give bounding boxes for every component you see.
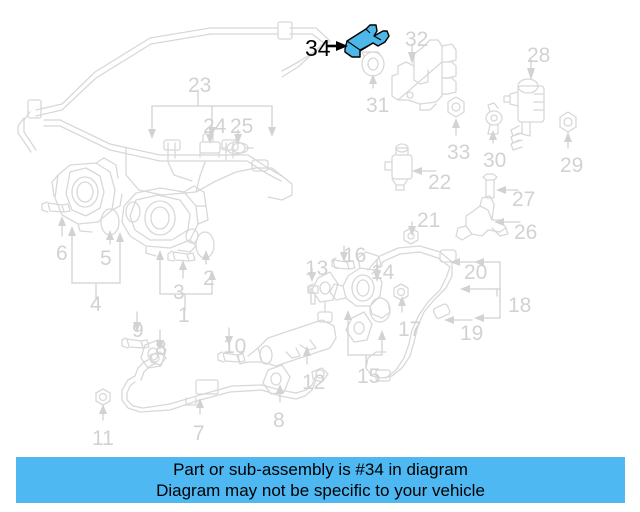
pointer-31 — [369, 74, 377, 89]
part-number-10: 10 — [223, 335, 247, 358]
part-number-4: 4 — [90, 293, 102, 316]
part-number-8b: 8 — [273, 409, 285, 432]
part-29-nut — [559, 111, 577, 133]
part-number-28: 28 — [527, 44, 551, 67]
throttle-body-left — [41, 157, 123, 236]
pointer-26 — [494, 218, 521, 226]
part-number-19: 19 — [460, 322, 484, 345]
pointer-11 — [99, 404, 107, 421]
part-number-32: 32 — [405, 28, 429, 51]
bracket-1 — [156, 250, 216, 311]
part-number-15: 15 — [357, 365, 381, 388]
part-number-9: 9 — [132, 319, 144, 342]
part-26-bracket — [455, 195, 509, 241]
part-callout-banner: Part or sub-assembly is #34 in diagram D… — [16, 457, 625, 503]
pointer-8b — [276, 384, 284, 403]
part-number-31: 31 — [366, 94, 390, 117]
right-hose-assembly — [365, 245, 457, 382]
bracket-15 — [344, 310, 386, 369]
part-number-20: 20 — [464, 261, 488, 284]
pointer-25 — [234, 129, 242, 144]
part-number-33: 33 — [447, 141, 471, 164]
part-32-heat-shield — [391, 39, 457, 111]
part-number-13: 13 — [305, 257, 329, 280]
pointer-13 — [308, 267, 316, 282]
pointer-3 — [179, 260, 187, 279]
part-number-29: 29 — [560, 154, 584, 177]
part-number-17: 17 — [398, 318, 422, 341]
part-number-25: 25 — [230, 115, 254, 138]
highlighted-part-34 — [344, 24, 390, 58]
part-34-shape — [344, 24, 390, 58]
throttle-body-center — [121, 185, 215, 262]
pointer-34 — [327, 41, 348, 51]
pointer-27 — [496, 186, 519, 194]
part-30-clip — [485, 102, 503, 135]
part-number-2: 2 — [203, 267, 215, 290]
pointer-20 — [450, 258, 479, 266]
part-number-11: 11 — [92, 427, 114, 450]
pointer-33 — [452, 118, 460, 136]
vacuum-hose-network — [17, 21, 331, 201]
egr-cooler-assembly — [237, 227, 419, 367]
pointer-8a — [156, 329, 164, 350]
part-number-18: 18 — [508, 294, 532, 317]
part-number-6: 6 — [56, 242, 68, 265]
pointer-32 — [408, 43, 416, 64]
part-27-bolt — [482, 173, 498, 199]
part-31-bushing — [361, 51, 385, 77]
part-number-5: 5 — [100, 247, 112, 270]
part-number-3: 3 — [173, 281, 185, 304]
part-number-30: 30 — [483, 149, 507, 172]
banner-line-1: Part or sub-assembly is #34 in diagram — [173, 460, 468, 479]
pointer-30 — [489, 130, 497, 144]
part-number-16: 16 — [343, 244, 367, 267]
bracket-23 — [148, 89, 276, 139]
egr-pipe-lower-left — [95, 337, 329, 413]
pointer-29 — [564, 132, 572, 149]
part-number-21: 21 — [417, 209, 441, 232]
part-number-24: 24 — [203, 115, 227, 138]
part-number-8a: 8 — [155, 337, 167, 360]
pointer-17 — [398, 296, 406, 313]
pointer-10 — [225, 327, 233, 346]
part-number-27: 27 — [512, 188, 536, 211]
part-number-34: 34 — [305, 35, 331, 61]
part-number-14: 14 — [371, 261, 395, 284]
pointer-14 — [373, 259, 381, 282]
part-number-23: 23 — [188, 74, 212, 97]
pointer-6 — [58, 216, 66, 237]
pointer-12 — [303, 346, 311, 365]
banner-line-2: Diagram may not be specific to your vehi… — [156, 481, 485, 500]
pointer-7 — [196, 398, 204, 415]
bracket-4 — [68, 226, 124, 301]
part-number-26: 26 — [514, 221, 538, 244]
pointer-2 — [202, 250, 210, 265]
pointer-21 — [408, 221, 416, 236]
pointer-9 — [133, 311, 141, 332]
part-22-solenoid — [384, 143, 413, 191]
part-number-1: 1 — [178, 304, 190, 327]
part-number-7: 7 — [193, 422, 205, 445]
pointer-22 — [412, 167, 437, 175]
pointer-5 — [106, 230, 114, 245]
bracket-18 — [460, 258, 501, 322]
pointer-24 — [206, 129, 214, 144]
part-28-valve — [503, 78, 545, 151]
part-33-nut — [447, 96, 465, 118]
part-number-12: 12 — [302, 371, 326, 394]
part-number-22: 22 — [428, 171, 452, 194]
pointer-19 — [444, 316, 473, 324]
pointer-28 — [527, 59, 535, 80]
diagram-linework — [17, 21, 577, 421]
pointer-16 — [340, 245, 348, 262]
